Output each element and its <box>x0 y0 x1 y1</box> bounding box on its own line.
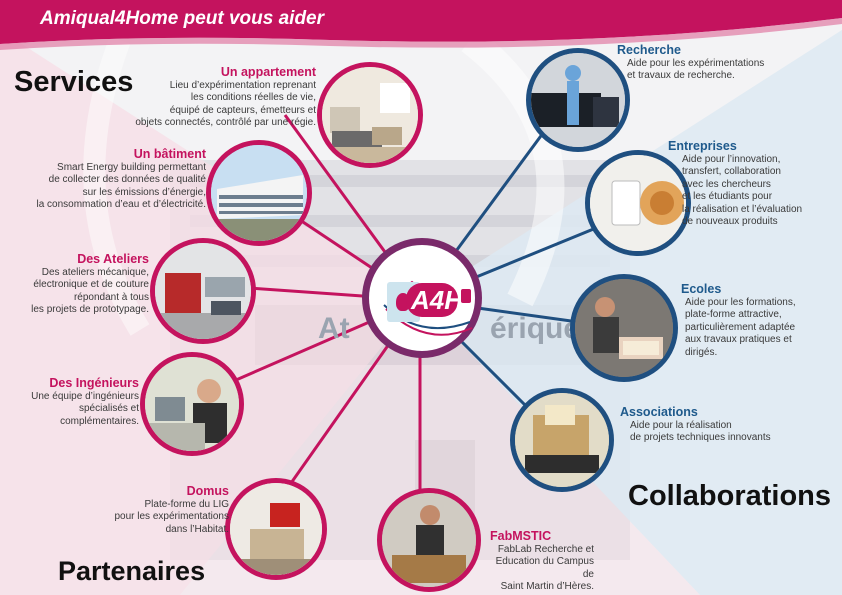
enterprises-photo <box>585 150 691 256</box>
collab-desc: Aide pour l’innovation, transfert, colla… <box>682 154 803 228</box>
collab-desc: Aide pour les expérimentations et travau… <box>627 58 765 82</box>
collaborations-heading: Collaborations <box>628 480 832 512</box>
building-sign-left: At <box>318 312 350 345</box>
building-icon <box>211 145 307 241</box>
banner-title: Amiqual4Home peut vous aider <box>40 8 325 29</box>
partner-desc: FabLab Recherche et Education du Campus … <box>495 544 594 593</box>
collab-desc: Aide pour les formations, plate-forme at… <box>685 297 796 358</box>
schools-photo <box>570 274 678 382</box>
fablab-icon <box>382 493 476 587</box>
collab-associations: Associations Aide pour la réalisation de… <box>620 405 835 445</box>
service-title: Des Ingénieurs <box>49 376 139 390</box>
service-desc: Smart Energy building permettant de coll… <box>36 162 206 211</box>
collab-title: Ecoles <box>681 282 722 296</box>
workshop-photo <box>150 238 256 344</box>
partner-domus: Domus Plate-forme du LIG pour les expéri… <box>59 484 229 536</box>
living-room-icon <box>322 67 418 163</box>
room-icon <box>230 483 322 575</box>
partner-title: FabMSTIC <box>490 529 552 543</box>
collab-title: Recherche <box>617 43 681 57</box>
partner-desc: Plate-forme du LIG pour les expérimentat… <box>114 499 229 535</box>
banner-bar <box>0 0 842 44</box>
service-building: Un bâtiment Smart Energy building permet… <box>6 147 206 212</box>
partner-fabmstic: FabMSTIC FabLab Recherche et Education d… <box>490 529 640 594</box>
partenaires-heading: Partenaires <box>58 556 206 586</box>
service-title: Des Ateliers <box>77 252 149 266</box>
collab-research: Recherche Aide pour les expérimentations… <box>617 43 817 83</box>
engineer-icon <box>145 357 239 451</box>
workshop-icon <box>155 243 251 339</box>
building-photo <box>206 140 312 246</box>
collab-title: Entreprises <box>668 139 737 153</box>
engineers-photo <box>140 352 244 456</box>
electronics-icon <box>515 393 609 487</box>
students-icon <box>575 279 673 377</box>
service-title: Un bâtiment <box>133 147 206 161</box>
service-workshops: Des Ateliers Des ateliers mécanique, éle… <box>0 252 149 317</box>
mannequin-car-icon <box>531 53 625 147</box>
logo-text: A4H <box>411 285 464 315</box>
service-engineers: Des Ingénieurs Une équipe d’ingénieurs s… <box>0 376 139 428</box>
research-photo <box>526 48 630 152</box>
service-title: Un appartement <box>220 65 316 79</box>
apartment-photo <box>317 62 423 168</box>
service-desc: Des ateliers mécanique, électronique et … <box>31 267 149 316</box>
fabmstic-photo <box>377 488 481 592</box>
device-icon <box>590 155 686 251</box>
plug-icon <box>461 289 471 303</box>
collab-enterprises: Entreprises Aide pour l’innovation, tran… <box>668 139 840 228</box>
logo-badge <box>406 283 458 317</box>
service-desc: Une équipe d’ingénieurs spécialisés et c… <box>31 391 139 427</box>
service-apartment: Un appartement Lieu d’expérimentation re… <box>116 65 316 130</box>
services-heading: Services <box>14 66 134 98</box>
collab-schools: Ecoles Aide pour les formations, plate-f… <box>681 282 841 359</box>
collab-title: Associations <box>620 405 698 419</box>
partner-title: Domus <box>186 484 229 498</box>
associations-photo <box>510 388 614 492</box>
domus-photo <box>225 478 327 580</box>
collab-desc: Aide pour la réalisation de projets tech… <box>630 420 771 444</box>
building-sign-right: érique <box>490 312 581 345</box>
service-desc: Lieu d’expérimentation reprenant les con… <box>135 80 316 129</box>
